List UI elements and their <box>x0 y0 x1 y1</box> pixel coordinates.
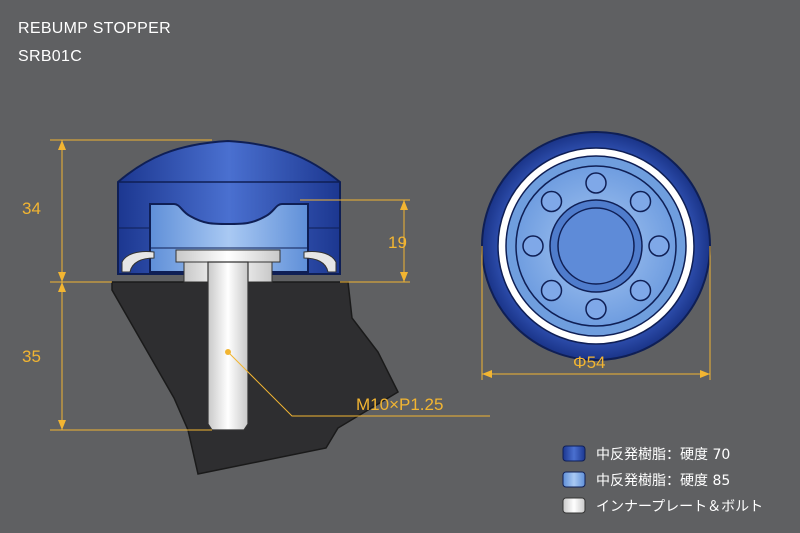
mounting-hole <box>585 298 607 320</box>
dim-35: 35 <box>22 347 41 366</box>
legend-label-85: 中反発樹脂：硬度 85 <box>596 473 730 489</box>
dim-34: 34 <box>22 199 41 218</box>
mounting-hole <box>648 235 670 257</box>
legend-swatch-70 <box>562 445 586 462</box>
top-view <box>481 131 711 361</box>
mounting-hole <box>522 235 544 257</box>
bolt <box>207 261 249 431</box>
mounting-hole <box>540 190 563 213</box>
legend-label-70: 中反発樹脂：硬度 70 <box>596 447 730 463</box>
mounting-hole <box>629 279 652 302</box>
part-number: SRB01C <box>18 48 83 65</box>
legend-swatch-plate <box>562 497 586 514</box>
mounting-hole <box>585 172 607 194</box>
product-title: REBUMP STOPPER <box>18 20 171 37</box>
mounting-hole <box>540 279 563 302</box>
dim-arrows <box>58 140 408 430</box>
dim-diameter-lines <box>481 246 711 380</box>
legend-label-plate: インナープレート＆ボルト <box>596 499 763 515</box>
right-hook <box>303 251 337 273</box>
mounting-hole <box>629 190 652 213</box>
thread-leader <box>227 351 490 417</box>
dim-diameter-arrows <box>482 370 710 378</box>
inner-plate <box>175 249 281 263</box>
dim-diameter: Φ54 <box>573 353 605 372</box>
legend: 中反発樹脂：硬度 70 中反発樹脂：硬度 85 インナープレート＆ボルト <box>562 445 763 515</box>
left-hook <box>121 251 155 273</box>
mount-plate <box>111 281 399 475</box>
thread-label: M10×P1.25 <box>356 395 443 414</box>
dim-19: 19 <box>388 233 407 252</box>
legend-swatch-85 <box>562 471 586 488</box>
